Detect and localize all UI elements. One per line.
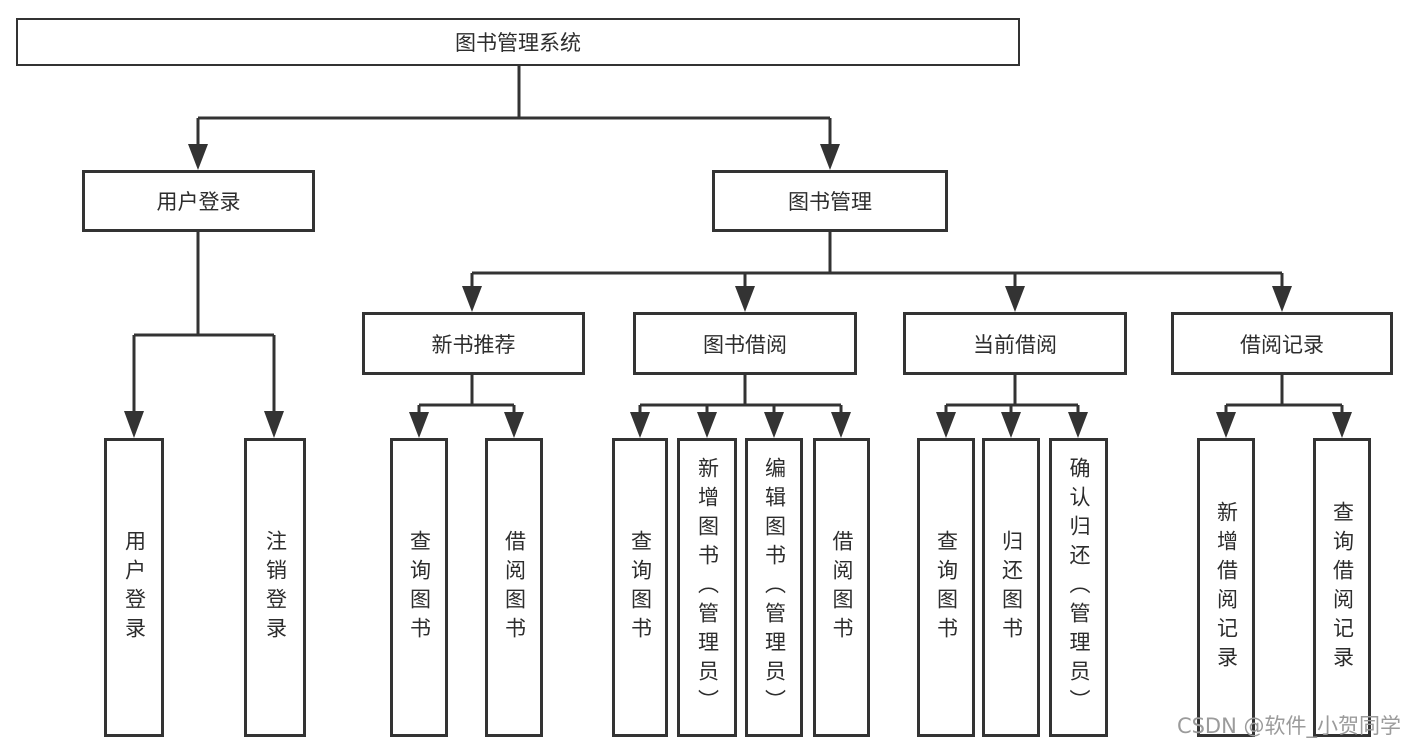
leaf-user-login: 用户登录 xyxy=(104,438,164,737)
node-label: 图书管理系统 xyxy=(455,31,581,55)
node-label: 用户登录 xyxy=(156,190,241,214)
node-label: 借阅记录 xyxy=(1240,332,1324,357)
node-label: 查询图书 xyxy=(407,529,432,646)
node-label: 图书管理 xyxy=(788,190,872,214)
arrowheads xyxy=(124,144,1352,438)
leaf-return-books: 归还图书 xyxy=(982,438,1040,737)
watermark: CSDN @软件_小贺同学 xyxy=(1176,714,1401,738)
node-library-management-system: 图书管理系统 xyxy=(16,18,1020,66)
leaf-borrow-books-1: 借阅图书 xyxy=(485,438,543,737)
node-label: 注销登录 xyxy=(263,529,288,646)
leaf-confirm-return-admin: 确认归还（管理员） xyxy=(1049,438,1108,737)
node-label: 用户登录 xyxy=(122,529,147,646)
leaf-borrow-books-2: 借阅图书 xyxy=(813,438,870,737)
leaf-logout-login: 注销登录 xyxy=(244,438,306,737)
node-book-management: 图书管理 xyxy=(712,170,948,232)
node-label: 借阅图书 xyxy=(830,529,854,646)
node-label: 查询借阅记录 xyxy=(1330,500,1355,675)
node-label: 新增图书（管理员） xyxy=(695,457,720,718)
leaf-query-borrow-record: 查询借阅记录 xyxy=(1313,438,1371,737)
leaf-query-books-2: 查询图书 xyxy=(612,438,668,737)
node-label: 归还图书 xyxy=(999,529,1024,646)
node-borrowing-records: 借阅记录 xyxy=(1171,312,1393,375)
node-new-book-recommend: 新书推荐 xyxy=(362,312,585,375)
node-book-borrowing: 图书借阅 xyxy=(633,312,857,375)
leaf-add-books-admin: 新增图书（管理员） xyxy=(677,438,737,737)
connector-path xyxy=(132,66,1344,414)
node-label: 编辑图书（管理员） xyxy=(762,457,787,718)
leaf-query-books-1: 查询图书 xyxy=(390,438,448,737)
node-current-borrowing: 当前借阅 xyxy=(903,312,1127,375)
node-label: 当前借阅 xyxy=(973,332,1057,357)
node-user-login: 用户登录 xyxy=(82,170,315,232)
node-label: 新书推荐 xyxy=(431,332,516,357)
node-label: 查询图书 xyxy=(628,529,653,646)
node-label: 新增借阅记录 xyxy=(1214,500,1239,675)
node-label: 确认归还（管理员） xyxy=(1067,457,1091,718)
leaf-add-borrow-record: 新增借阅记录 xyxy=(1197,438,1255,737)
leaf-query-books-3: 查询图书 xyxy=(917,438,975,737)
node-label: 借阅图书 xyxy=(502,529,527,646)
leaf-edit-books-admin: 编辑图书（管理员） xyxy=(745,438,803,737)
node-label: 查询图书 xyxy=(934,529,959,646)
node-label: 图书借阅 xyxy=(703,332,787,357)
